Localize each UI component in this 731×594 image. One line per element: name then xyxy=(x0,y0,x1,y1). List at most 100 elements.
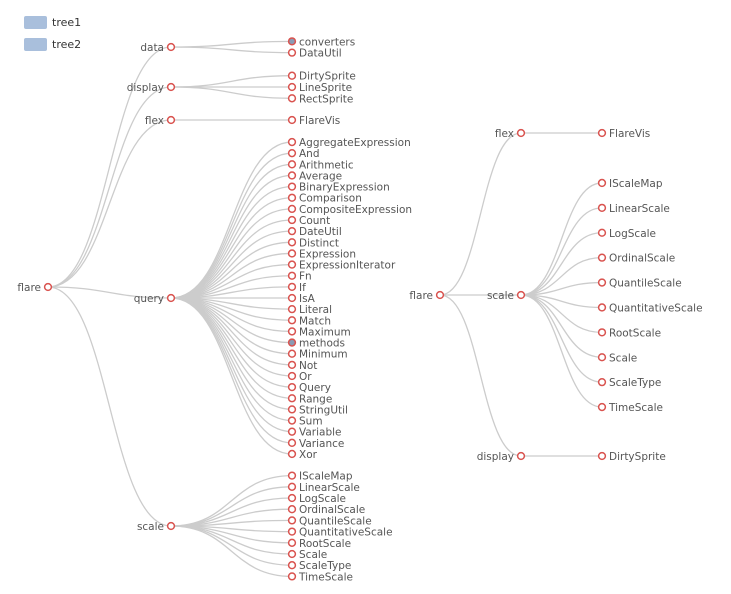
node-circle[interactable] xyxy=(597,402,607,412)
node-circle[interactable] xyxy=(287,360,297,369)
tree-node-Sum[interactable]: Sum xyxy=(287,416,323,428)
tree-node-AggregateExpression[interactable]: AggregateExpression xyxy=(287,137,411,149)
node-circle[interactable] xyxy=(597,128,607,138)
tree-node-BinaryExpression[interactable]: BinaryExpression xyxy=(287,182,390,194)
node-circle[interactable] xyxy=(287,371,297,381)
node-circle[interactable] xyxy=(287,282,297,292)
node-circle[interactable] xyxy=(597,353,607,362)
tree-node-Comparison[interactable]: Comparison xyxy=(287,193,362,205)
tree-node-Scale[interactable]: Scale xyxy=(597,352,638,364)
tree-node-flex[interactable]: flex xyxy=(145,115,176,127)
tree-node-QuantitativeScale[interactable]: QuantitativeScale xyxy=(597,302,703,314)
tree-node-data[interactable]: data xyxy=(140,42,176,54)
node-circle[interactable] xyxy=(516,290,526,300)
tree-node-Count[interactable]: Count xyxy=(287,215,331,227)
tree-node-Match[interactable]: Match xyxy=(287,315,331,327)
tree-node-LogScale[interactable]: LogScale xyxy=(287,493,346,505)
node-circle[interactable] xyxy=(287,549,297,559)
tree-node-Minimum[interactable]: Minimum xyxy=(287,349,348,361)
node-circle[interactable] xyxy=(287,493,297,503)
node-circle[interactable] xyxy=(516,451,526,461)
tree-node-Average[interactable]: Average xyxy=(287,170,343,182)
node-circle[interactable] xyxy=(287,438,297,447)
node-circle[interactable] xyxy=(287,316,297,325)
node-circle[interactable] xyxy=(287,182,297,191)
tree-node-DataUtil[interactable]: DataUtil xyxy=(287,48,342,60)
node-circle[interactable] xyxy=(287,260,297,269)
node-circle[interactable] xyxy=(597,203,607,213)
node-circle[interactable] xyxy=(287,482,297,491)
node-circle[interactable] xyxy=(166,82,176,92)
node-circle[interactable] xyxy=(287,527,297,536)
node-circle[interactable] xyxy=(287,394,297,403)
node-circle[interactable] xyxy=(597,178,607,188)
tree-node-Xor[interactable]: Xor xyxy=(287,449,318,461)
node-circle[interactable] xyxy=(597,303,607,312)
node-circle[interactable] xyxy=(287,193,297,202)
node-circle[interactable] xyxy=(287,572,297,581)
tree-node-ScaleType[interactable]: ScaleType xyxy=(287,560,352,572)
node-circle[interactable] xyxy=(287,327,297,336)
node-circle[interactable] xyxy=(287,215,297,225)
tree-node-LinearScale[interactable]: LinearScale xyxy=(287,482,360,494)
tree-node-scale[interactable]: scale xyxy=(487,290,526,302)
tree-node-TimeScale[interactable]: TimeScale xyxy=(287,571,353,583)
node-circle[interactable] xyxy=(287,48,297,57)
tree-node-DirtySprite[interactable]: DirtySprite xyxy=(597,451,666,463)
tree-node-Expression[interactable]: Expression xyxy=(287,248,356,260)
node-circle[interactable] xyxy=(287,82,297,92)
node-circle[interactable] xyxy=(166,42,176,52)
node-circle[interactable] xyxy=(166,115,176,125)
node-circle[interactable] xyxy=(287,94,297,103)
tree-node-methods[interactable]: methods xyxy=(287,338,345,350)
tree-node-QuantileScale[interactable]: QuantileScale xyxy=(287,515,372,527)
tree-node-If[interactable]: If xyxy=(287,282,306,294)
tree-node-Literal[interactable]: Literal xyxy=(287,304,332,316)
tree-node-LinearScale[interactable]: LinearScale xyxy=(597,203,670,215)
tree-node-Fn[interactable]: Fn xyxy=(287,271,312,283)
tree-node-Variable[interactable]: Variable xyxy=(287,427,342,439)
node-circle[interactable] xyxy=(287,37,297,46)
node-circle[interactable] xyxy=(287,516,297,525)
node-circle[interactable] xyxy=(287,382,297,392)
node-circle[interactable] xyxy=(287,349,297,358)
node-circle[interactable] xyxy=(287,227,297,236)
tree-node-Scale[interactable]: Scale xyxy=(287,549,328,561)
tree-node-flare[interactable]: flare xyxy=(17,282,53,294)
tree-node-Variance[interactable]: Variance xyxy=(287,438,345,450)
node-circle[interactable] xyxy=(287,204,297,214)
node-circle[interactable] xyxy=(287,115,297,125)
tree-node-IScaleMap[interactable]: IScaleMap xyxy=(597,178,663,190)
tree-node-IsA[interactable]: IsA xyxy=(287,293,316,305)
node-circle[interactable] xyxy=(287,293,297,303)
node-circle[interactable] xyxy=(597,378,607,387)
tree-node-converters[interactable]: converters xyxy=(287,36,356,48)
tree-node-Distinct[interactable]: Distinct xyxy=(287,237,339,249)
tree-node-QuantileScale[interactable]: QuantileScale xyxy=(597,278,682,290)
node-circle[interactable] xyxy=(287,160,297,169)
tree-node-Or[interactable]: Or xyxy=(287,371,313,383)
tree-node-LogScale[interactable]: LogScale xyxy=(597,228,656,240)
node-circle[interactable] xyxy=(287,505,297,514)
tree-node-OrdinalScale[interactable]: OrdinalScale xyxy=(287,504,366,516)
node-circle[interactable] xyxy=(287,427,297,436)
tree-node-TimeScale[interactable]: TimeScale xyxy=(597,402,663,414)
node-circle[interactable] xyxy=(287,471,297,480)
node-circle[interactable] xyxy=(287,171,297,180)
tree-node-CompositeExpression[interactable]: CompositeExpression xyxy=(287,204,412,216)
node-circle[interactable] xyxy=(287,149,297,158)
node-circle[interactable] xyxy=(287,137,297,147)
tree-node-display[interactable]: display xyxy=(477,451,526,463)
tree-node-FlareVis[interactable]: FlareVis xyxy=(597,128,651,140)
tree-node-RootScale[interactable]: RootScale xyxy=(597,327,661,339)
node-circle[interactable] xyxy=(287,304,297,314)
tree-node-DirtySprite[interactable]: DirtySprite xyxy=(287,71,356,83)
tree-node-StringUtil[interactable]: StringUtil xyxy=(287,404,348,416)
legend-item-tree2[interactable]: tree2 xyxy=(24,37,81,51)
tree-node-Range[interactable]: Range xyxy=(287,393,333,405)
node-circle[interactable] xyxy=(435,290,445,300)
node-circle[interactable] xyxy=(597,228,607,237)
tree-node-Maximum[interactable]: Maximum xyxy=(287,326,351,338)
tree-node-RectSprite[interactable]: RectSprite xyxy=(287,93,354,105)
node-circle[interactable] xyxy=(597,328,607,337)
